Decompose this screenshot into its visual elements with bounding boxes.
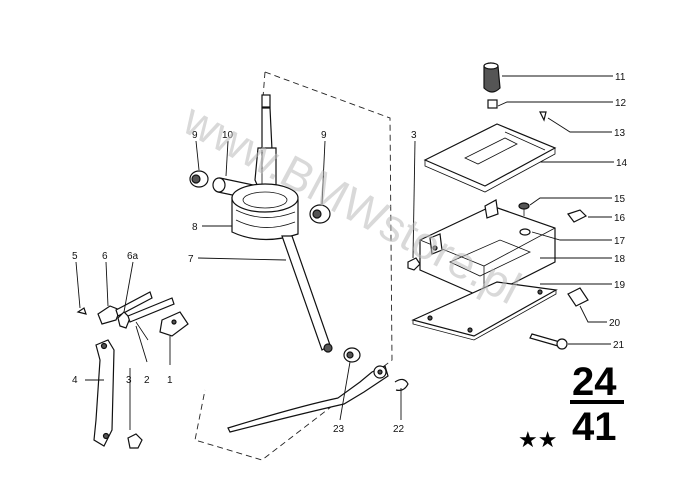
pin-2: [135, 321, 149, 341]
callout-4: 4: [72, 375, 78, 386]
callout-20: 20: [609, 318, 621, 329]
washer-17: [519, 228, 531, 236]
callout-3-middle: 3: [411, 130, 417, 141]
callout-8: 8: [192, 222, 198, 233]
callout-13: 13: [614, 128, 626, 139]
rating-stars: ★★: [518, 428, 557, 453]
arm-bushing: [343, 347, 361, 363]
nut-lower: [127, 433, 143, 449]
shift-knob: [483, 62, 501, 93]
callout-1: 1: [167, 375, 173, 386]
group-code-top: 24: [572, 360, 617, 404]
support-bracket: [93, 339, 115, 447]
circlip: [394, 378, 409, 391]
base-plate: [411, 281, 558, 341]
nut-middle: [407, 257, 421, 271]
screw-15: [518, 202, 530, 216]
callout-6a: 6a: [127, 251, 139, 262]
callout-19: 19: [614, 280, 626, 291]
callout-23: 23: [333, 424, 345, 435]
callout-7: 7: [188, 254, 194, 265]
callout-12: 12: [615, 98, 627, 109]
selector-arm: [281, 235, 333, 353]
link-6a: [117, 297, 175, 329]
cotter-pin: [76, 307, 87, 315]
callout-10: 10: [222, 130, 234, 141]
callout-9-left: 9: [192, 130, 198, 141]
lever-housing: [231, 183, 299, 241]
assembly-outline: [194, 71, 393, 461]
callout-5: 5: [72, 251, 78, 262]
callout-11: 11: [615, 72, 626, 83]
screw-small: [539, 111, 547, 122]
gate-bracket: [419, 199, 556, 299]
bushing-right: [309, 204, 331, 224]
callout-9-right: 9: [321, 130, 327, 141]
callout-2: 2: [144, 375, 150, 386]
leader-lines: [75, 75, 614, 430]
callout-6: 6: [102, 251, 108, 262]
callout-22: 22: [393, 424, 405, 435]
callout-14: 14: [616, 158, 628, 169]
callout-3-lower: 3: [126, 375, 132, 386]
callout-21: 21: [613, 340, 625, 351]
watermark: www.BMWstore.pl: [174, 92, 529, 314]
clip-plate: [567, 209, 588, 223]
callout-18: 18: [614, 254, 626, 265]
selector-rod: [227, 365, 389, 433]
spring-clip: [567, 287, 589, 307]
knob-nut: [487, 99, 498, 109]
callout-15: 15: [614, 194, 626, 205]
lever-6: [97, 291, 153, 325]
callout-16: 16: [614, 213, 626, 224]
cover-plate: [423, 123, 557, 193]
bracket-1: [159, 311, 189, 337]
bushing-left: [189, 170, 209, 188]
group-code-bottom: 41: [572, 405, 617, 449]
callout-17: 17: [614, 236, 626, 247]
bolt-21: [529, 333, 568, 350]
